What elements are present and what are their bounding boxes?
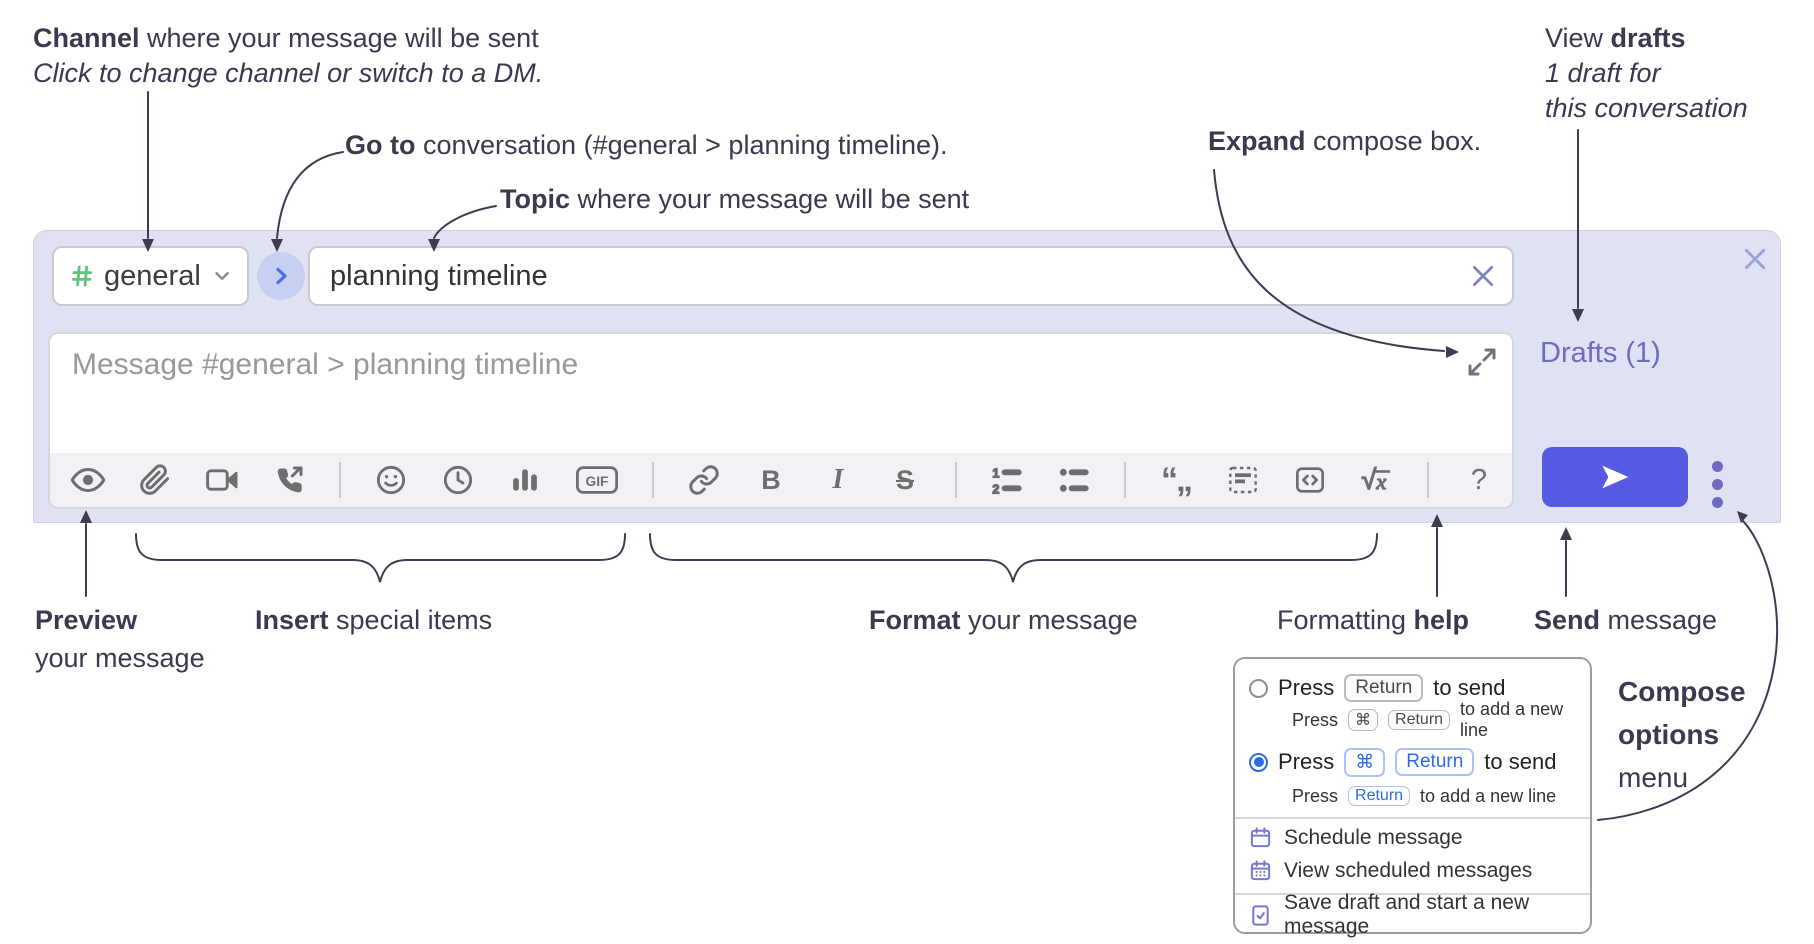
poll-icon[interactable]	[507, 460, 543, 500]
menu-divider	[1235, 817, 1590, 819]
help-icon[interactable]: ?	[1470, 463, 1488, 496]
toolbar-divider	[652, 462, 654, 498]
chevron-down-icon	[215, 272, 229, 280]
annotation-format: Format your message	[869, 605, 1138, 635]
italic-icon[interactable]: I	[832, 464, 844, 495]
send-option-cmd-return-sub: Press Return to add a new line	[1292, 785, 1557, 806]
key-return: Return	[1348, 786, 1411, 806]
key-return: Return	[1388, 710, 1451, 730]
annotation-insert: Insert special items	[255, 605, 493, 635]
menu-item-view-scheduled[interactable]: View scheduled messages	[1235, 854, 1590, 887]
expand-compose-icon[interactable]	[1466, 346, 1498, 378]
annotation-channel-rest: where your message will be sent	[139, 23, 539, 53]
menu-item-save-draft[interactable]: Save draft and start a new message	[1235, 891, 1590, 938]
compose-toolbar: GIF B I S 1 2	[50, 453, 1512, 507]
toolbar-divider	[339, 462, 341, 498]
numbered-list-icon[interactable]: 1 2	[989, 460, 1025, 500]
key-return: Return	[1344, 674, 1424, 702]
bulleted-list-icon[interactable]	[1056, 460, 1092, 500]
video-call-icon[interactable]	[204, 460, 240, 500]
annotation-view-drafts: View drafts 1 draft for this conversatio…	[1545, 23, 1748, 123]
annotation-channel-line2: Click to change channel or switch to a D…	[33, 58, 544, 88]
attach-file-icon[interactable]	[137, 460, 173, 500]
svg-text:x: x	[1375, 469, 1386, 494]
radio-unselected-icon[interactable]	[1249, 678, 1268, 698]
annotation-send: Send message	[1534, 605, 1718, 635]
compose-options-menu: Press Return to send Press ⌘ Return to a…	[1233, 657, 1592, 938]
calendar-grid-icon	[1250, 860, 1271, 881]
compose-options-kebab-button[interactable]	[1712, 461, 1723, 508]
annotation-channel-bold: Channel	[33, 23, 140, 53]
clear-topic-icon[interactable]	[1470, 263, 1496, 289]
svg-text:1: 1	[992, 466, 999, 480]
toolbar-divider	[1427, 462, 1429, 498]
strikethrough-icon[interactable]: S	[895, 464, 914, 495]
math-icon[interactable]: √ x	[1359, 460, 1395, 500]
link-icon[interactable]	[686, 460, 722, 500]
message-placeholder: Message #general > planning timeline	[72, 348, 579, 381]
gif-icon[interactable]: GIF	[574, 460, 620, 500]
send-option-return-sub: Press ⌘ Return to add a new line	[1292, 699, 1564, 740]
key-return: Return	[1395, 748, 1475, 776]
emoji-icon[interactable]	[373, 460, 409, 500]
save-draft-icon	[1252, 904, 1269, 926]
audio-call-icon[interactable]	[271, 460, 307, 500]
quote-icon[interactable]: “„	[1161, 460, 1193, 499]
toolbar-divider	[1124, 462, 1126, 498]
channel-name: general	[104, 259, 201, 292]
channel-selector-button[interactable]: general	[52, 246, 249, 306]
annotation-compose-options: Compose options menu	[1618, 676, 1746, 793]
code-icon[interactable]	[1292, 460, 1328, 500]
key-cmd: ⌘	[1344, 747, 1386, 777]
send-button[interactable]	[1542, 447, 1688, 507]
gif-icon-label: GIF	[586, 474, 609, 489]
chevron-right-icon	[276, 267, 287, 285]
key-cmd: ⌘	[1348, 709, 1379, 731]
annotation-topic: Topic where your message will be sent	[500, 184, 970, 214]
annotation-goto: Go to conversation (#general > planning …	[345, 130, 948, 160]
topic-input[interactable]: planning timeline	[308, 246, 1514, 306]
bold-icon[interactable]: B	[761, 464, 781, 495]
send-option-cmd-return[interactable]: Press ⌘ Return to send	[1235, 743, 1590, 781]
goto-conversation-button[interactable]	[257, 252, 305, 300]
hash-channel-icon	[72, 265, 93, 287]
annotation-formatting-help: Formatting help	[1277, 605, 1470, 635]
time-schedule-icon[interactable]	[440, 460, 476, 500]
annotation-preview: Preview your message	[35, 605, 205, 673]
drafts-link[interactable]: Drafts (1)	[1540, 337, 1661, 369]
svg-text:2: 2	[992, 482, 999, 496]
menu-divider	[1235, 893, 1590, 895]
send-option-return[interactable]: Press Return to send	[1235, 671, 1590, 705]
send-plane-icon	[1602, 465, 1629, 489]
close-compose-icon[interactable]	[1742, 246, 1768, 272]
toolbar-divider	[955, 462, 957, 498]
annotation-expand: Expand compose box.	[1208, 126, 1482, 156]
message-compose-area[interactable]: Message #general > planning timeline	[48, 332, 1514, 509]
svg-text:√: √	[1361, 464, 1377, 495]
annotation-channel: Channel where your message will be sent …	[33, 21, 543, 91]
preview-eye-icon[interactable]	[70, 460, 106, 500]
radio-selected-icon[interactable]	[1249, 752, 1268, 772]
topic-value: planning timeline	[330, 259, 548, 292]
calendar-icon	[1250, 827, 1271, 848]
spoiler-icon[interactable]	[1225, 460, 1261, 500]
menu-item-schedule-message[interactable]: Schedule message	[1235, 821, 1590, 854]
